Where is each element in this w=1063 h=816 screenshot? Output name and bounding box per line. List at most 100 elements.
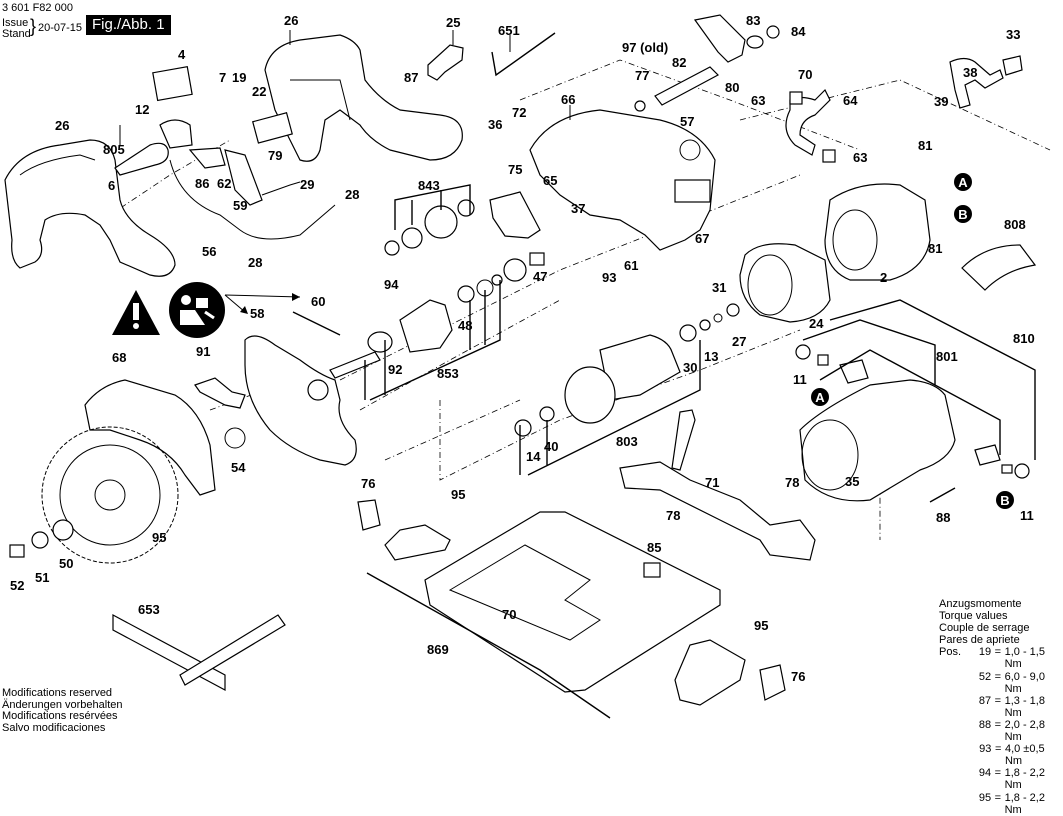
callout-50: 50 <box>59 556 73 571</box>
callout-40: 40 <box>544 439 558 454</box>
callout-82: 82 <box>672 55 686 70</box>
torque-row: 93=4,0 ±0,5 Nm <box>979 743 1045 768</box>
callout-76b: 76 <box>791 669 805 684</box>
saw-blade[interactable] <box>41 426 179 564</box>
motor-housing-part-801[interactable] <box>795 344 1030 502</box>
cable-guard-part-6[interactable] <box>114 142 169 176</box>
clamp-part-85[interactable] <box>643 562 661 578</box>
torque-title-en: Torque values <box>939 610 1008 623</box>
callout-91: 91 <box>196 344 210 359</box>
spring-part-83[interactable] <box>746 35 764 49</box>
torque-row: Pos.19=1,0 - 1,5 Nm <box>939 646 1045 671</box>
callout-70a: 70 <box>798 67 812 82</box>
callout-26a: 26 <box>55 118 69 133</box>
callout-22: 22 <box>252 84 266 99</box>
callout-14: 14 <box>526 449 541 464</box>
callout-labels: 4 7 19 22 12 26 26 25 651 87 805 6 79 86… <box>10 13 1035 684</box>
gear-assembly-843[interactable] <box>384 199 475 256</box>
callout-36: 36 <box>488 117 502 132</box>
torque-row: 95=1,8 - 2,2 Nm <box>978 791 1045 816</box>
field-coil-part-2[interactable] <box>824 183 931 281</box>
connection-marker-a2: A <box>811 388 829 406</box>
callout-61: 61 <box>624 258 638 273</box>
callout-78a: 78 <box>785 475 799 490</box>
cap-part-63b[interactable] <box>822 149 836 163</box>
hex-key-part-651[interactable] <box>491 32 556 77</box>
main-handle-part-26[interactable] <box>264 34 463 162</box>
lever-part-80[interactable] <box>693 14 746 63</box>
button-part-33[interactable] <box>1002 55 1023 76</box>
screw-part-88[interactable] <box>929 487 956 503</box>
lever-part-91[interactable] <box>194 377 246 409</box>
callout-88: 88 <box>936 510 950 525</box>
support-left[interactable] <box>384 524 451 561</box>
upper-guard-part-68[interactable] <box>84 379 216 496</box>
callout-805: 805 <box>103 142 125 157</box>
modifications-de: Änderungen vorbehalten <box>2 698 123 711</box>
support-right[interactable] <box>674 639 746 706</box>
callout-65: 65 <box>543 173 557 188</box>
connection-marker-b2: B <box>996 491 1014 509</box>
connection-marker-a1: A <box>954 173 972 191</box>
callout-869: 869 <box>427 642 449 657</box>
washer-part-77[interactable] <box>634 100 646 112</box>
armature-part-803[interactable] <box>514 303 740 437</box>
exploded-parts-diagram: A B A B 4 7 19 22 12 26 26 25 651 87 805… <box>4 13 1051 719</box>
callout-808: 808 <box>1004 217 1026 232</box>
bracket-part-64[interactable] <box>785 88 831 156</box>
shaft-part-82[interactable] <box>654 66 719 106</box>
parallel-guide-part-653[interactable] <box>112 613 286 692</box>
part-12[interactable] <box>159 119 193 149</box>
figure-label: Fig./Abb. 1 <box>86 15 171 35</box>
clamp-part-76a[interactable] <box>357 499 381 531</box>
spring-part-60[interactable] <box>292 311 341 336</box>
plate-part-75[interactable] <box>489 191 541 239</box>
part-62-59[interactable] <box>224 149 263 206</box>
callout-79: 79 <box>268 148 282 163</box>
cap-part-63a[interactable] <box>789 91 803 105</box>
callout-653: 653 <box>138 602 160 617</box>
connection-marker-b1: B <box>954 205 972 223</box>
callout-85: 85 <box>647 540 661 555</box>
insulation-part-808[interactable] <box>961 244 1037 291</box>
callout-2: 2 <box>880 270 887 285</box>
air-guide-part-24[interactable] <box>739 243 831 323</box>
cover-part-25[interactable] <box>427 44 464 81</box>
flange-part-50[interactable] <box>52 519 74 541</box>
callout-94: 94 <box>384 277 399 292</box>
clamp-part-76b[interactable] <box>759 664 786 701</box>
torque-row: 52=6,0 - 9,0 Nm <box>978 670 1045 695</box>
nut-part-84[interactable] <box>766 25 780 39</box>
callout-80: 80 <box>725 80 739 95</box>
guide-bracket-part-71[interactable] <box>619 409 816 561</box>
torque-row: 88=2,0 - 2,8 Nm <box>978 718 1045 744</box>
callout-803: 803 <box>616 434 638 449</box>
callout-58: 58 <box>250 306 264 321</box>
callout-63a: 63 <box>751 93 765 108</box>
callout-97: 97 (old) <box>622 40 668 55</box>
bolt-part-52[interactable] <box>9 544 25 558</box>
callout-92: 92 <box>388 362 402 377</box>
gear-housing-853[interactable] <box>329 252 545 379</box>
bracket-part-86[interactable] <box>188 147 226 169</box>
callout-64: 64 <box>843 93 858 108</box>
washer-part-51[interactable] <box>31 531 49 549</box>
callout-71: 71 <box>705 475 719 490</box>
rear-handle-part-26[interactable] <box>4 139 176 277</box>
lever-part-38[interactable] <box>949 57 1004 109</box>
circlip-part-54[interactable] <box>224 427 246 449</box>
callout-651: 651 <box>498 23 520 38</box>
housing-part-66[interactable] <box>529 109 716 251</box>
callout-66: 66 <box>561 92 575 107</box>
part-79[interactable] <box>251 111 293 144</box>
callout-62: 62 <box>217 176 231 191</box>
lower-guard-part-58[interactable] <box>244 335 357 466</box>
callout-39: 39 <box>934 94 948 109</box>
callout-48: 48 <box>458 318 472 333</box>
bracket-869-line <box>366 572 611 719</box>
callout-77: 77 <box>635 68 649 83</box>
o-ring-part-57[interactable] <box>679 139 701 161</box>
switch-part-4[interactable] <box>152 66 193 102</box>
callout-28b: 28 <box>248 255 262 270</box>
base-plate-part-869[interactable] <box>424 511 721 693</box>
